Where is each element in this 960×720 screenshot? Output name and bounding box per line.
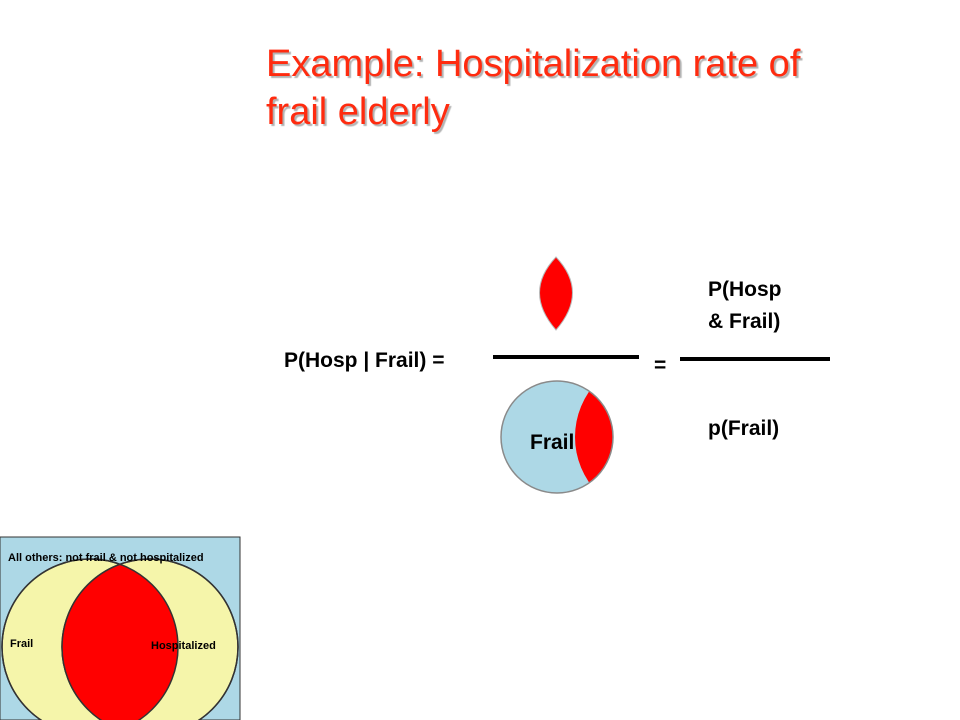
slide-title-line-1: Example: Hospitalization rate of: [266, 43, 801, 85]
frail-circle-label: Frail: [530, 431, 574, 454]
numerator-line-1: P(Hosp: [708, 278, 782, 301]
conditional-probability-formula: P(Hosp | Frail) = = Frail P(Hosp: [284, 256, 830, 494]
venn-frail-label: Frail: [10, 638, 33, 650]
formula-equals: =: [654, 354, 666, 377]
venn-hospitalized-label: Hospitalized: [151, 640, 216, 652]
venn-intersection: [62, 559, 178, 720]
denominator-text: p(Frail): [708, 417, 779, 440]
frail-circle-diagram: Frail: [500, 380, 614, 494]
formula-lhs: P(Hosp | Frail) =: [284, 349, 444, 372]
right-fraction-bar: [680, 357, 830, 361]
slide-title-line-2: frail elderly: [266, 91, 450, 133]
venn-caption: All others: not frail & not hospitalized: [8, 552, 204, 564]
hospitalized-venn-circle-outline: [61, 558, 239, 720]
frail-circle-outline: [500, 380, 614, 494]
venn-diagram: All others: not frail & not hospitalized…: [0, 536, 241, 720]
slide-title: Example: Hospitalization rate of frail e…: [266, 40, 946, 136]
numerator-line-2: & Frail): [708, 310, 780, 333]
intersection-lens-shape: [539, 256, 573, 331]
frail-venn-circle-outline: [1, 558, 179, 720]
left-fraction-bar: [493, 355, 639, 359]
